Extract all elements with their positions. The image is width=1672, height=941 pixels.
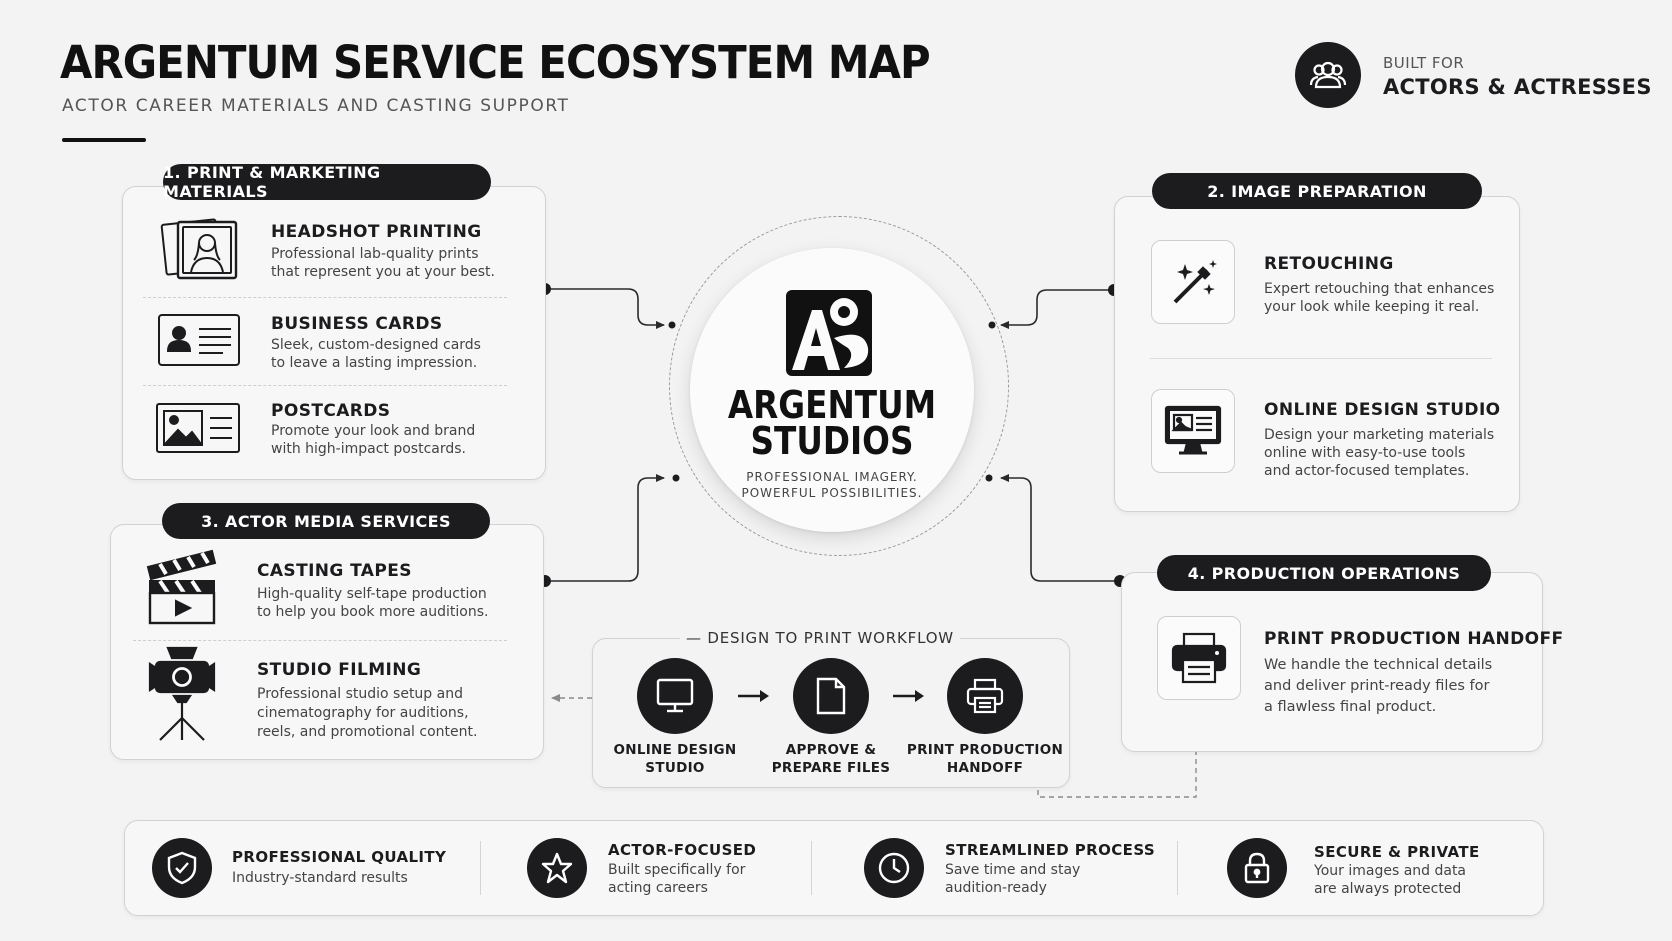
headshot-printing-title: HEADSHOT PRINTING [271, 222, 482, 242]
postcard-icon [155, 402, 241, 454]
arrow-right-icon [891, 688, 925, 704]
section-label-print: 1. PRINT & MARKETING MATERIALS [163, 163, 491, 201]
studio-filming-title: STUDIO FILMING [257, 660, 422, 680]
section-label-media: 3. ACTOR MEDIA SERVICES [162, 503, 490, 539]
hub-tagline-1: PROFESSIONAL IMAGERY. [746, 470, 918, 484]
section-label-production: 4. PRODUCTION OPERATIONS [1157, 555, 1491, 591]
audience-prefix: BUILT FOR [1383, 54, 1465, 72]
headshot-photos-icon [158, 216, 242, 280]
postcards-title: POSTCARDS [271, 401, 391, 421]
AS-monogram-logo [786, 290, 872, 376]
monitor-icon [637, 658, 713, 734]
printer-icon [947, 658, 1023, 734]
hub-tagline-2: POWERFUL POSSIBILITIES. [741, 486, 923, 500]
feature-title-secure: SECURE & PRIVATE [1314, 843, 1480, 861]
feature-title-actor: ACTOR-FOCUSED [608, 841, 757, 859]
group-icon [1295, 42, 1361, 108]
feature-desc-quality: Industry-standard results [232, 870, 408, 886]
magic-wand-icon [1151, 240, 1235, 324]
page-title: ARGENTUM SERVICE ECOSYSTEM MAP [60, 36, 931, 89]
shield-check-icon [152, 838, 212, 898]
feature-title-quality: PROFESSIONAL QUALITY [232, 848, 447, 866]
feature-title-process: STREAMLINED PROCESS [945, 841, 1156, 859]
section-label-image: 2. IMAGE PREPARATION [1152, 173, 1482, 209]
hub-name-line1: ARGENTUM [727, 383, 937, 427]
arrow-right-icon [736, 688, 770, 704]
workflow-label: — DESIGN TO PRINT WORKFLOW [680, 629, 960, 647]
business-cards-title: BUSINESS CARDS [271, 314, 443, 334]
online-design-studio-title: ONLINE DESIGN STUDIO [1264, 400, 1501, 420]
lock-icon [1227, 838, 1287, 898]
clapperboard-icon [144, 547, 220, 625]
studio-light-icon [148, 644, 216, 744]
id-card-icon [157, 313, 241, 367]
hub-ring [669, 216, 1009, 556]
title-underline [62, 138, 146, 142]
document-icon [793, 658, 869, 734]
workflow-step-2-label: APPROVE &PREPARE FILES [771, 742, 891, 776]
monitor-design-icon [1151, 389, 1235, 473]
audience-label: ACTORS & ACTRESSES [1383, 75, 1652, 99]
hub-name-line2: STUDIOS [750, 419, 914, 463]
page-subtitle: ACTOR CAREER MATERIALS AND CASTING SUPPO… [62, 96, 570, 116]
print-production-handoff-title: PRINT PRODUCTION HANDOFF [1264, 629, 1564, 649]
retouching-title: RETOUCHING [1264, 254, 1394, 274]
casting-tapes-title: CASTING TAPES [257, 561, 412, 581]
printer-icon [1157, 616, 1241, 700]
features-bar [124, 820, 1544, 916]
clock-icon [864, 838, 924, 898]
star-icon [527, 838, 587, 898]
